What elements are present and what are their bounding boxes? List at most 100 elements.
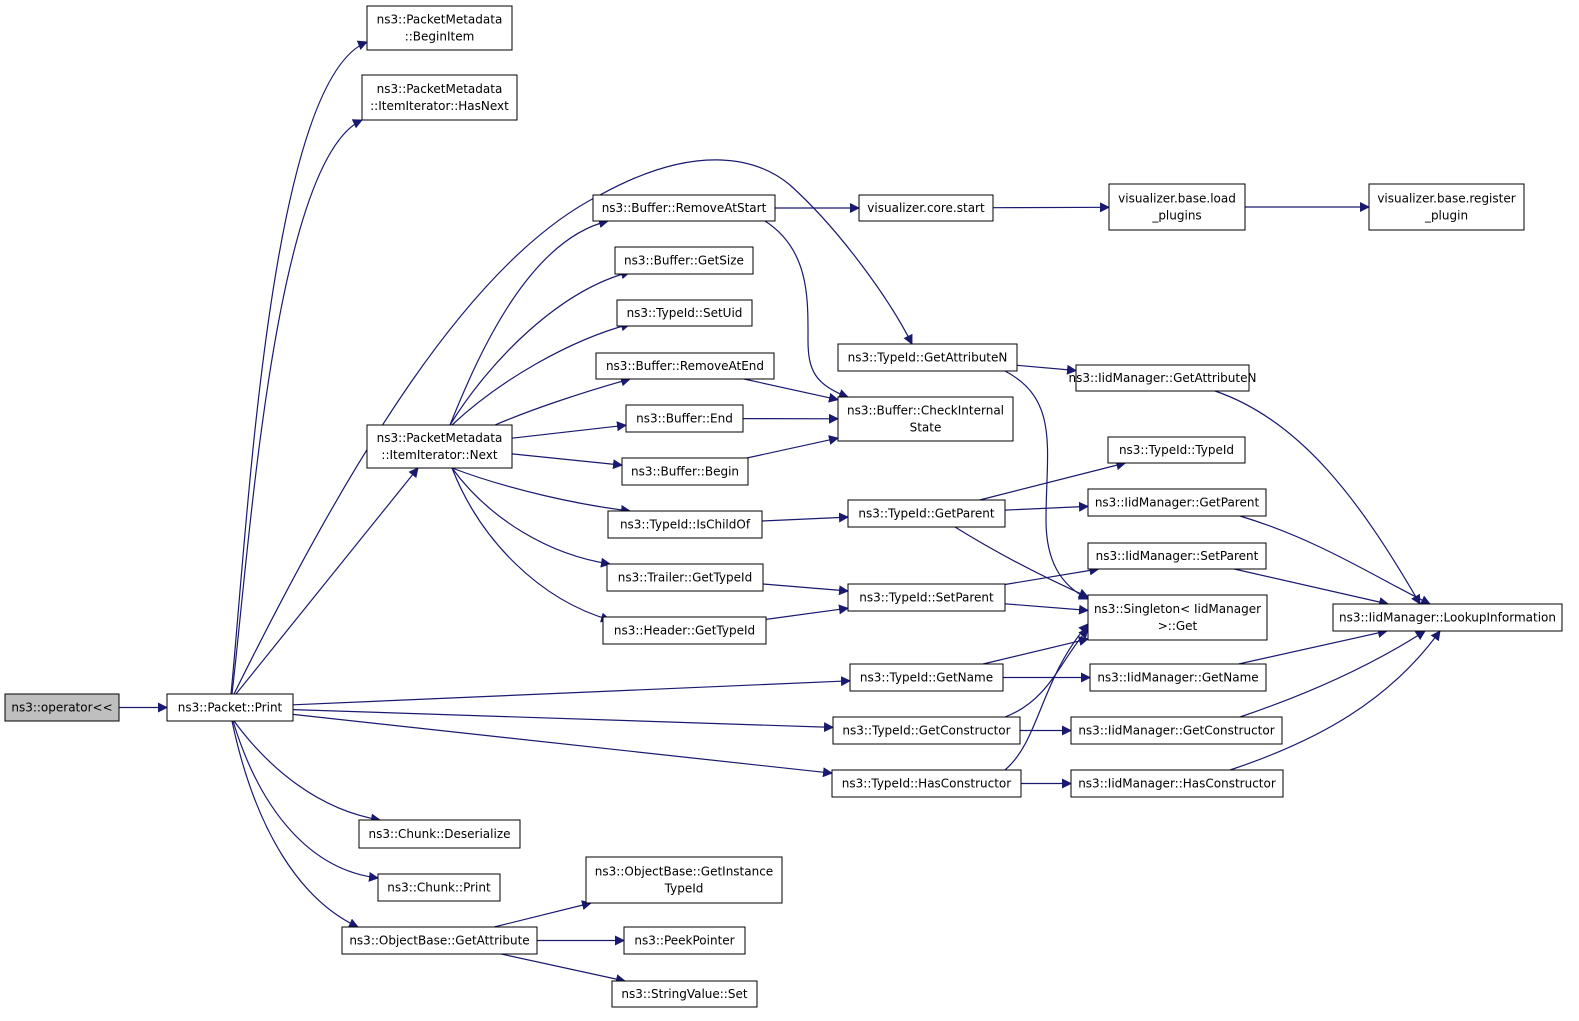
node-remove-start[interactable]: ns3::Buffer::RemoveAtStart <box>592 194 776 222</box>
node-vis-core[interactable]: visualizer.core.start <box>858 194 994 222</box>
node-set-parent[interactable]: ns3::TypeId::SetParent <box>847 583 1006 612</box>
node-box[interactable] <box>611 980 758 1008</box>
node-box[interactable] <box>831 769 1022 798</box>
node-box[interactable] <box>1070 769 1284 798</box>
node-box[interactable] <box>621 457 749 486</box>
node-box[interactable] <box>366 5 513 51</box>
node-label: ns3::IidManager::GetConstructor <box>1078 724 1274 738</box>
node-box[interactable] <box>166 693 294 722</box>
node-box[interactable] <box>616 299 753 327</box>
node-box[interactable] <box>592 194 776 222</box>
node-op[interactable]: ns3::operator<< <box>4 693 120 722</box>
node-has-ctor[interactable]: ns3::TypeId::HasConstructor <box>831 769 1022 798</box>
edge-trailer_tid-to-set_parent <box>762 583 849 596</box>
node-typeid-typeid[interactable]: ns3::TypeId::TypeId <box>1107 436 1246 464</box>
node-label: ns3::TypeId::GetAttributeN <box>848 351 1008 365</box>
edge-get_attribute-to-get_inst_tid <box>493 900 592 928</box>
node-box[interactable] <box>1075 364 1250 392</box>
node-box[interactable] <box>366 424 513 469</box>
node-label: ns3::TypeId::TypeId <box>1119 443 1234 457</box>
node-set-uid[interactable]: ns3::TypeId::SetUid <box>616 299 753 327</box>
node-get-attr-n[interactable]: ns3::TypeId::GetAttributeN <box>837 343 1018 372</box>
node-vis-load[interactable]: visualizer.base.load_plugins <box>1108 183 1246 231</box>
node-remove-end[interactable]: ns3::Buffer::RemoveAtEnd <box>595 352 775 380</box>
node-box[interactable] <box>1070 716 1283 745</box>
node-iid-set-parent[interactable]: ns3::IidManager::SetParent <box>1087 542 1267 570</box>
node-label: ns3::Singleton< IidManager <box>1094 602 1261 616</box>
node-box[interactable] <box>1368 183 1525 231</box>
node-box[interactable] <box>849 663 1004 692</box>
node-get-parent[interactable]: ns3::TypeId::GetParent <box>847 499 1006 528</box>
edge-print-to-get_ctor <box>292 709 834 733</box>
node-trailer-tid[interactable]: ns3::Trailer::GetTypeId <box>606 563 764 592</box>
edge-print-to-get_attr_n <box>233 159 913 695</box>
node-label: ns3::PacketMetadata <box>377 13 503 27</box>
node-lookup[interactable]: ns3::IidManager::LookupInformation <box>1332 603 1563 632</box>
node-box[interactable] <box>585 856 783 904</box>
node-iid-get-name[interactable]: ns3::IidManager::GetName <box>1089 663 1267 692</box>
node-box[interactable] <box>847 583 1006 612</box>
node-box[interactable] <box>377 873 501 902</box>
node-label: >::Get <box>1158 619 1198 633</box>
node-peek-pointer[interactable]: ns3::PeekPointer <box>623 926 746 955</box>
node-singleton[interactable]: ns3::Singleton< IidManager>::Get <box>1087 594 1268 641</box>
node-buf-end[interactable]: ns3::Buffer::End <box>625 404 744 433</box>
node-box[interactable] <box>837 396 1014 442</box>
node-get-attribute[interactable]: ns3::ObjectBase::GetAttribute <box>341 926 538 955</box>
node-iid-has-ctor[interactable]: ns3::IidManager::HasConstructor <box>1070 769 1284 798</box>
node-box[interactable] <box>606 563 764 592</box>
node-box[interactable] <box>1087 488 1267 517</box>
node-label: ::ItemIterator::Next <box>381 448 497 462</box>
node-is-child[interactable]: ns3::TypeId::IsChildOf <box>607 510 763 539</box>
edge-set_parent-to-singleton <box>1004 603 1089 615</box>
node-iid-get-attr-n[interactable]: ns3::IidManager::GetAttributeN <box>1069 364 1257 392</box>
node-label: ns3::TypeId::SetUid <box>627 306 743 320</box>
node-label: ns3::Header::GetTypeId <box>614 624 755 638</box>
node-box[interactable] <box>837 343 1018 372</box>
node-begin-item[interactable]: ns3::PacketMetadata::BeginItem <box>366 5 513 51</box>
edge-print-to-begin_item <box>230 40 368 695</box>
node-box[interactable] <box>361 74 518 121</box>
node-box[interactable] <box>607 510 763 539</box>
node-box[interactable] <box>847 499 1006 528</box>
node-box[interactable] <box>832 716 1021 745</box>
node-get-name[interactable]: ns3::TypeId::GetName <box>849 663 1004 692</box>
node-box[interactable] <box>341 926 538 955</box>
edge-next-to-buf_end <box>511 421 627 439</box>
edge-get_parent-to-singleton <box>954 526 1089 598</box>
node-label: visualizer.base.load <box>1118 192 1236 206</box>
node-box[interactable] <box>595 352 775 380</box>
node-vis-reg[interactable]: visualizer.base.register_plugin <box>1368 183 1525 231</box>
node-next[interactable]: ns3::PacketMetadata::ItemIterator::Next <box>366 424 513 469</box>
node-box[interactable] <box>358 819 521 849</box>
edge-iid_set_parent-to-lookup <box>1234 568 1390 607</box>
node-header-tid[interactable]: ns3::Header::GetTypeId <box>602 616 767 645</box>
node-box[interactable] <box>858 194 994 222</box>
node-box[interactable] <box>602 616 767 645</box>
node-box[interactable] <box>1087 594 1268 641</box>
node-box[interactable] <box>1089 663 1267 692</box>
node-label: ns3::Buffer::CheckInternal <box>847 404 1004 418</box>
node-box[interactable] <box>625 404 744 433</box>
node-box[interactable] <box>4 693 120 722</box>
node-get-size[interactable]: ns3::Buffer::GetSize <box>614 246 754 275</box>
node-has-next[interactable]: ns3::PacketMetadata::ItemIterator::HasNe… <box>361 74 518 121</box>
node-box[interactable] <box>1107 436 1246 464</box>
node-iid-get-parent[interactable]: ns3::IidManager::GetParent <box>1087 488 1267 517</box>
node-chunk-print[interactable]: ns3::Chunk::Print <box>377 873 501 902</box>
node-box[interactable] <box>1108 183 1246 231</box>
node-chunk-deser[interactable]: ns3::Chunk::Deserialize <box>358 819 521 849</box>
node-get-ctor[interactable]: ns3::TypeId::GetConstructor <box>832 716 1021 745</box>
node-label: State <box>910 421 942 435</box>
node-iid-get-ctor[interactable]: ns3::IidManager::GetConstructor <box>1070 716 1283 745</box>
node-box[interactable] <box>614 246 754 275</box>
node-print[interactable]: ns3::Packet::Print <box>166 693 294 722</box>
node-string-set[interactable]: ns3::StringValue::Set <box>611 980 758 1008</box>
node-buf-begin[interactable]: ns3::Buffer::Begin <box>621 457 749 486</box>
node-box[interactable] <box>1332 603 1563 632</box>
node-box[interactable] <box>623 926 746 955</box>
node-box[interactable] <box>1087 542 1267 570</box>
